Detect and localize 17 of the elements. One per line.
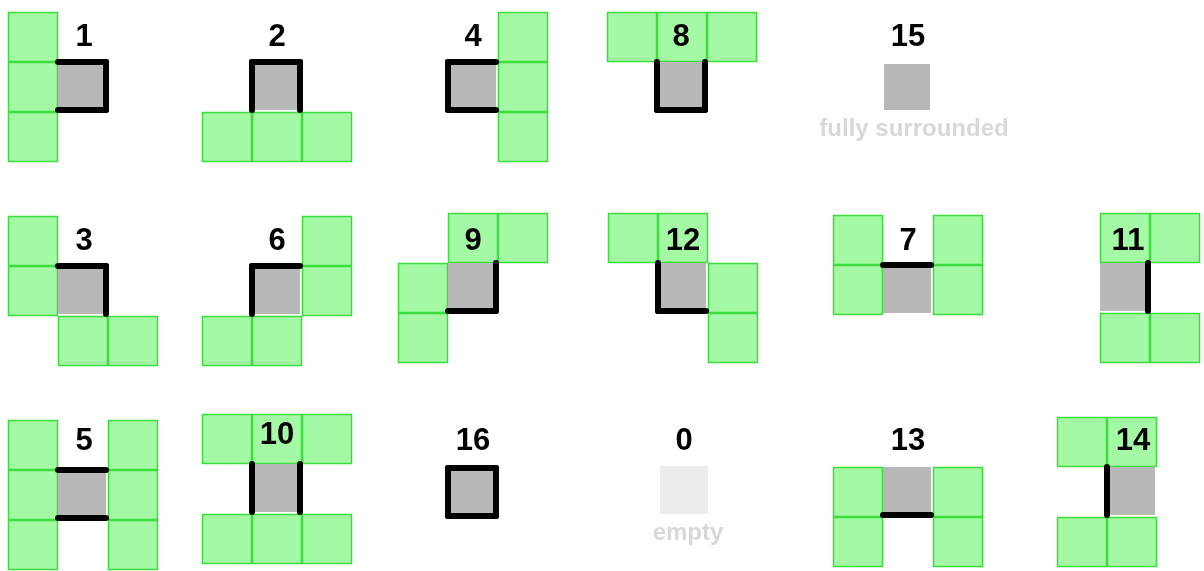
tile-number: 8 xyxy=(672,20,690,51)
tile-number: 16 xyxy=(455,424,491,455)
tile-number: 10 xyxy=(259,418,295,449)
tile-number: 9 xyxy=(464,224,482,255)
tile-number: 11 xyxy=(1111,224,1145,255)
tile-number: 15 xyxy=(890,20,926,51)
tile-number: 3 xyxy=(75,224,93,255)
tile-number: 14 xyxy=(1115,424,1151,455)
tile-number: 0 xyxy=(675,424,693,455)
tile-number: 5 xyxy=(75,424,93,455)
tile-number: 2 xyxy=(268,20,286,51)
tile-number: 13 xyxy=(890,424,926,455)
tile-number: 1 xyxy=(75,20,93,51)
tile-number: 6 xyxy=(268,224,286,255)
tile-number: 7 xyxy=(899,224,917,255)
tile-number: 12 xyxy=(665,224,701,255)
tile-number: 4 xyxy=(464,20,482,51)
